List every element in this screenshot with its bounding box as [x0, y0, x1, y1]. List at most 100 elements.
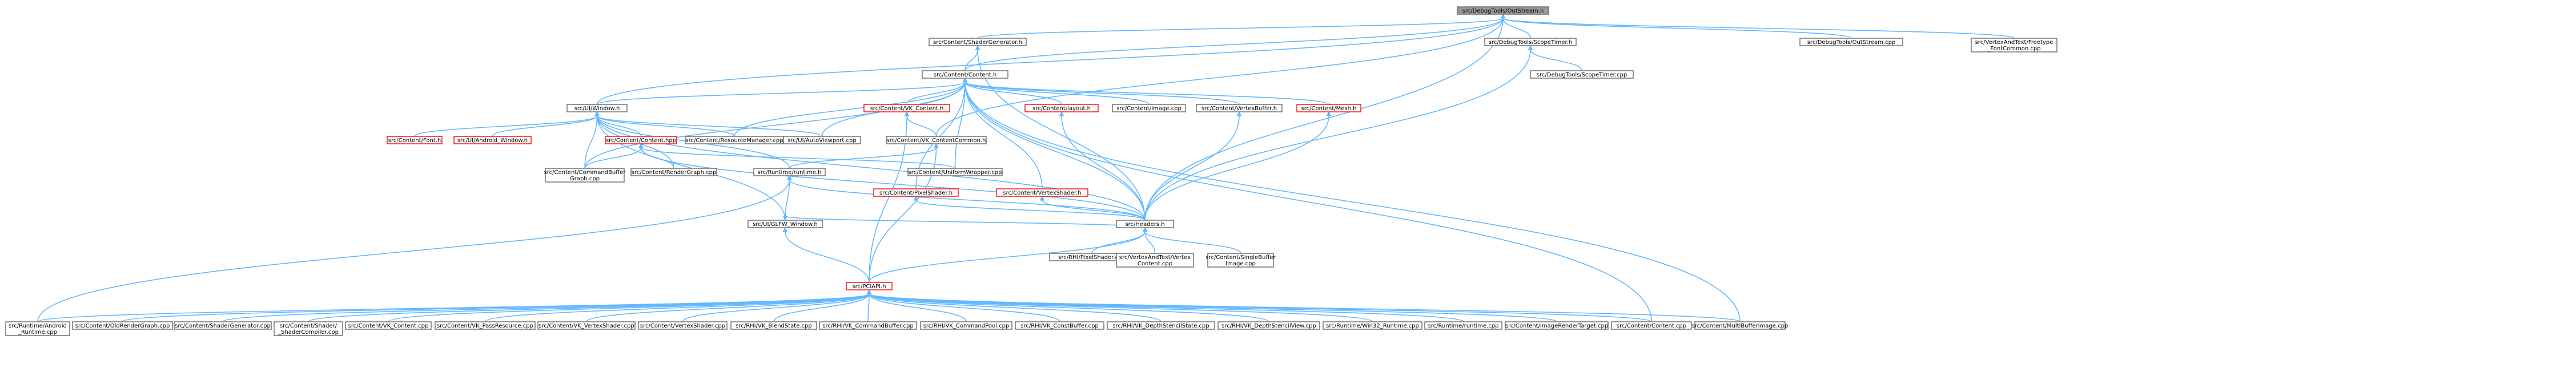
edge-headers_h-to-pixelshader_h [915, 200, 1146, 221]
node-resmgr-cpp[interactable]: src/Content/ResourceManager.cpp [685, 136, 784, 144]
edge-headers_h-to-runtime_h [789, 179, 1146, 221]
node-runtime-cpp[interactable]: src/Runtime/runtime.cpp [1424, 321, 1502, 330]
node-rhi-vkdepthstencilview-cpp[interactable]: src/RHI/VK_DepthStencilView.cpp [1217, 321, 1320, 330]
node-shadercompiler-cpp[interactable]: src/Content/Shader/_ShaderCompiler.cpp [274, 321, 343, 336]
node-label: src/UI/Android_Window.h [457, 138, 528, 144]
node-shadergen-cpp[interactable]: src/Content/ShaderGenerator.cpp [174, 321, 272, 330]
edge-headers_h-to-layout_h [1061, 115, 1146, 221]
node-android-runtime-cpp[interactable]: src/Runtime/Android_Runtime.cpp [5, 321, 70, 336]
node-label: src/Content/VertexShader.cpp [640, 323, 725, 329]
node-vkcontent-cpp[interactable]: src/Content/VK_Content.cpp [345, 321, 432, 330]
arrowhead-headers_h-to-vertexbuffer_h [1236, 111, 1242, 116]
edge-imagerendertarget_cpp-to-pcapi_h [869, 293, 1557, 322]
node-outstream-cpp[interactable]: src/DebugTools/OutStream.cpp [1799, 38, 1903, 46]
node-scopetimer-cpp[interactable]: src/DebugTools/ScopeTimer.cpp [1530, 70, 1634, 79]
node-outstream-h[interactable]: src/DebugTools/OutStream.h [1457, 6, 1549, 15]
node-vkcontent-h[interactable]: src/Content/VK_Content.h [863, 104, 950, 112]
edge-uiwindow_h-to-outstream_h [596, 18, 1504, 105]
arrowhead-multibufferimage_cpp-to-pcapi_h [866, 289, 872, 294]
node-rhi-vkconstbuffer-cpp[interactable]: src/RHI/VK_ConstBuffer.cpp [1015, 321, 1104, 330]
edge-vkcontentcommon_h-to-vkcontent_h [906, 115, 937, 137]
node-box [1505, 321, 1609, 330]
edge-content_h-to-outstream_h [965, 18, 1504, 71]
node-label: src/UI/Window.h [574, 106, 620, 112]
node-vkcontentcommon-h[interactable]: src/Content/VK_ContentCommon.h [886, 136, 987, 144]
edge-singlebufferimage_cpp-to-headers_h [1144, 231, 1241, 254]
node-box [435, 321, 536, 330]
node-multibufferimage-cpp[interactable]: src/Content/MultiBufferImage.cpp [1692, 321, 1789, 330]
node-box [863, 104, 950, 112]
node-box [1530, 70, 1634, 79]
edge-shadergen_h-to-outstream_h [977, 18, 1504, 39]
node-glfwwindow-h[interactable]: src/UI/GLFW_Window.h [748, 220, 823, 228]
node-label: src/RHI/VK_CommandPool.cpp [923, 323, 1010, 329]
edge-headers_h-to-content_h [965, 82, 1146, 221]
node-androidwindow-h[interactable]: src/UI/Android_Window.h [453, 136, 532, 144]
node-rhi-vkblendstate-cpp[interactable]: src/RHI/VK_BlendState.cpp [730, 321, 817, 330]
edge-multibufferimage_cpp-to-content_h [965, 82, 1741, 322]
node-layout-h[interactable]: src/Content/layout.h [1024, 104, 1099, 112]
edge-cmdbuffergraph_cpp-to-content_hpp [584, 147, 642, 169]
node-label: src/Content/MultiBufferImage.cpp [1692, 323, 1789, 329]
node-pcapi-h[interactable]: src/PCIAPI.h [846, 282, 893, 290]
node-uniformwrapper-cpp[interactable]: src/Content/UniformWrapper.cpp [907, 168, 1003, 176]
node-mesh-h[interactable]: src/Content/Mesh.h [1296, 104, 1361, 112]
node-rhi-vkdepthstencilstate-cpp[interactable]: src/RHI/VK_DepthStencilState.cpp [1107, 321, 1215, 330]
node-label: src/Content/VK_VertexShader.cpp [538, 323, 634, 329]
node-label: src/Content/VK_ContentCommon.h [887, 138, 986, 144]
node-content-h[interactable]: src/Content/Content.h [922, 70, 1008, 79]
node-oldrendergraph-cpp[interactable]: src/Content/OldRenderGraph.cpp [72, 321, 173, 330]
node-vertexbuffer-h[interactable]: src/Content/VertexBuffer.h [1196, 104, 1283, 112]
node-font-h[interactable]: src/Content/Font.h [387, 136, 443, 144]
node-box [1799, 38, 1903, 46]
node-vertexshader-cpp[interactable]: src/Content/VertexShader.cpp [638, 321, 728, 330]
node-vkvertexshader-cpp[interactable]: src/Content/VK_VertexShader.cpp [537, 321, 636, 330]
node-content-hpp[interactable]: src/Content/Content.hpp [605, 136, 677, 144]
edge-runtime_h-to-vkcontentcommon_h [789, 147, 937, 169]
node-label: _ShaderCompiler.cpp [278, 329, 339, 336]
node-runtime-h[interactable]: src/Runtime/runtime.h [753, 168, 826, 176]
node-label: src/Content/ResourceManager.cpp [685, 138, 783, 144]
edge-vkpassresource_cpp-to-pcapi_h [484, 293, 870, 322]
node-pixelshader-h[interactable]: src/Content/PixelShader.h [873, 188, 959, 197]
node-box [1107, 321, 1215, 330]
edge-headers_h-to-uiwindow_h [596, 115, 1146, 221]
edge-content_h-to-shadergen_h [965, 49, 978, 71]
node-rhi-pixelshader-cpp[interactable]: src/RHI/PixelShader.cpp [1049, 253, 1135, 261]
edge-cmdbuffergraph_cpp-to-content_h [584, 82, 966, 169]
edge-autoviewport_cpp-to-uiwindow_h [596, 115, 823, 137]
node-box [1457, 6, 1549, 15]
edge-vat_vertexcontent_cpp-to-headers_h [1144, 231, 1156, 254]
node-scopetimer-h[interactable]: src/DebugTools/ScopeTimer.h [1484, 38, 1577, 46]
node-label: src/Content/Font.h [388, 138, 441, 144]
node-headers-h[interactable]: src/Headers.h [1116, 220, 1174, 228]
node-vat-freetype-cpp[interactable]: src/VertexAndText/Freetype_FontCommon.cp… [1971, 38, 2057, 52]
node-vkpassresource-cpp[interactable]: src/Content/VK_PassResource.cpp [435, 321, 536, 330]
node-label: src/Content/Content.cpp [1617, 323, 1686, 329]
node-box [537, 321, 636, 330]
node-label: src/RHI/VK_BlendState.cpp [736, 323, 811, 329]
node-vertexshader-h[interactable]: src/Content/VertexShader.h [996, 188, 1088, 197]
node-label: Image.cpp [1225, 261, 1256, 267]
edge-multibufferimage_cpp-to-pcapi_h [869, 293, 1741, 322]
node-label: src/DebugTools/OutStream.h [1462, 8, 1544, 14]
node-imagerendertarget-cpp[interactable]: src/Content/ImageRenderTarget.cpp [1505, 321, 1609, 330]
node-uiwindow-h[interactable]: src/UI/Window.h [566, 104, 628, 112]
arrowhead-android_runtime_cpp-to-runtime_h [787, 175, 792, 180]
node-rendergraph-cpp[interactable]: src/Content/RenderGraph.cpp [630, 168, 717, 176]
node-label: src/Content/UniformWrapper.cpp [909, 169, 1002, 176]
node-win32-runtime-cpp[interactable]: src/Runtime/Win32_Runtime.cpp [1323, 321, 1422, 330]
node-rhi-vkcommandbuffer-cpp[interactable]: src/RHI/VK_CommandBuffer.cpp [819, 321, 917, 330]
node-label: src/RHI/PixelShader.cpp [1058, 254, 1126, 261]
node-autoviewport-cpp[interactable]: src/UI/AutoViewport.cpp [783, 136, 861, 144]
node-shadergen-h[interactable]: src/Content/ShaderGenerator.h [929, 38, 1027, 46]
node-rhi-vkcommandpool-cpp[interactable]: src/RHI/VK_CommandPool.cpp [920, 321, 1012, 330]
node-content-cpp[interactable]: src/Content/Content.cpp [1611, 321, 1692, 330]
edge-vertexbuffer_h-to-content_h [965, 82, 1240, 105]
node-image-cpp[interactable]: src/Content/Image.cpp [1112, 104, 1186, 112]
node-label: src/Content/CommandBuffer [544, 169, 626, 176]
